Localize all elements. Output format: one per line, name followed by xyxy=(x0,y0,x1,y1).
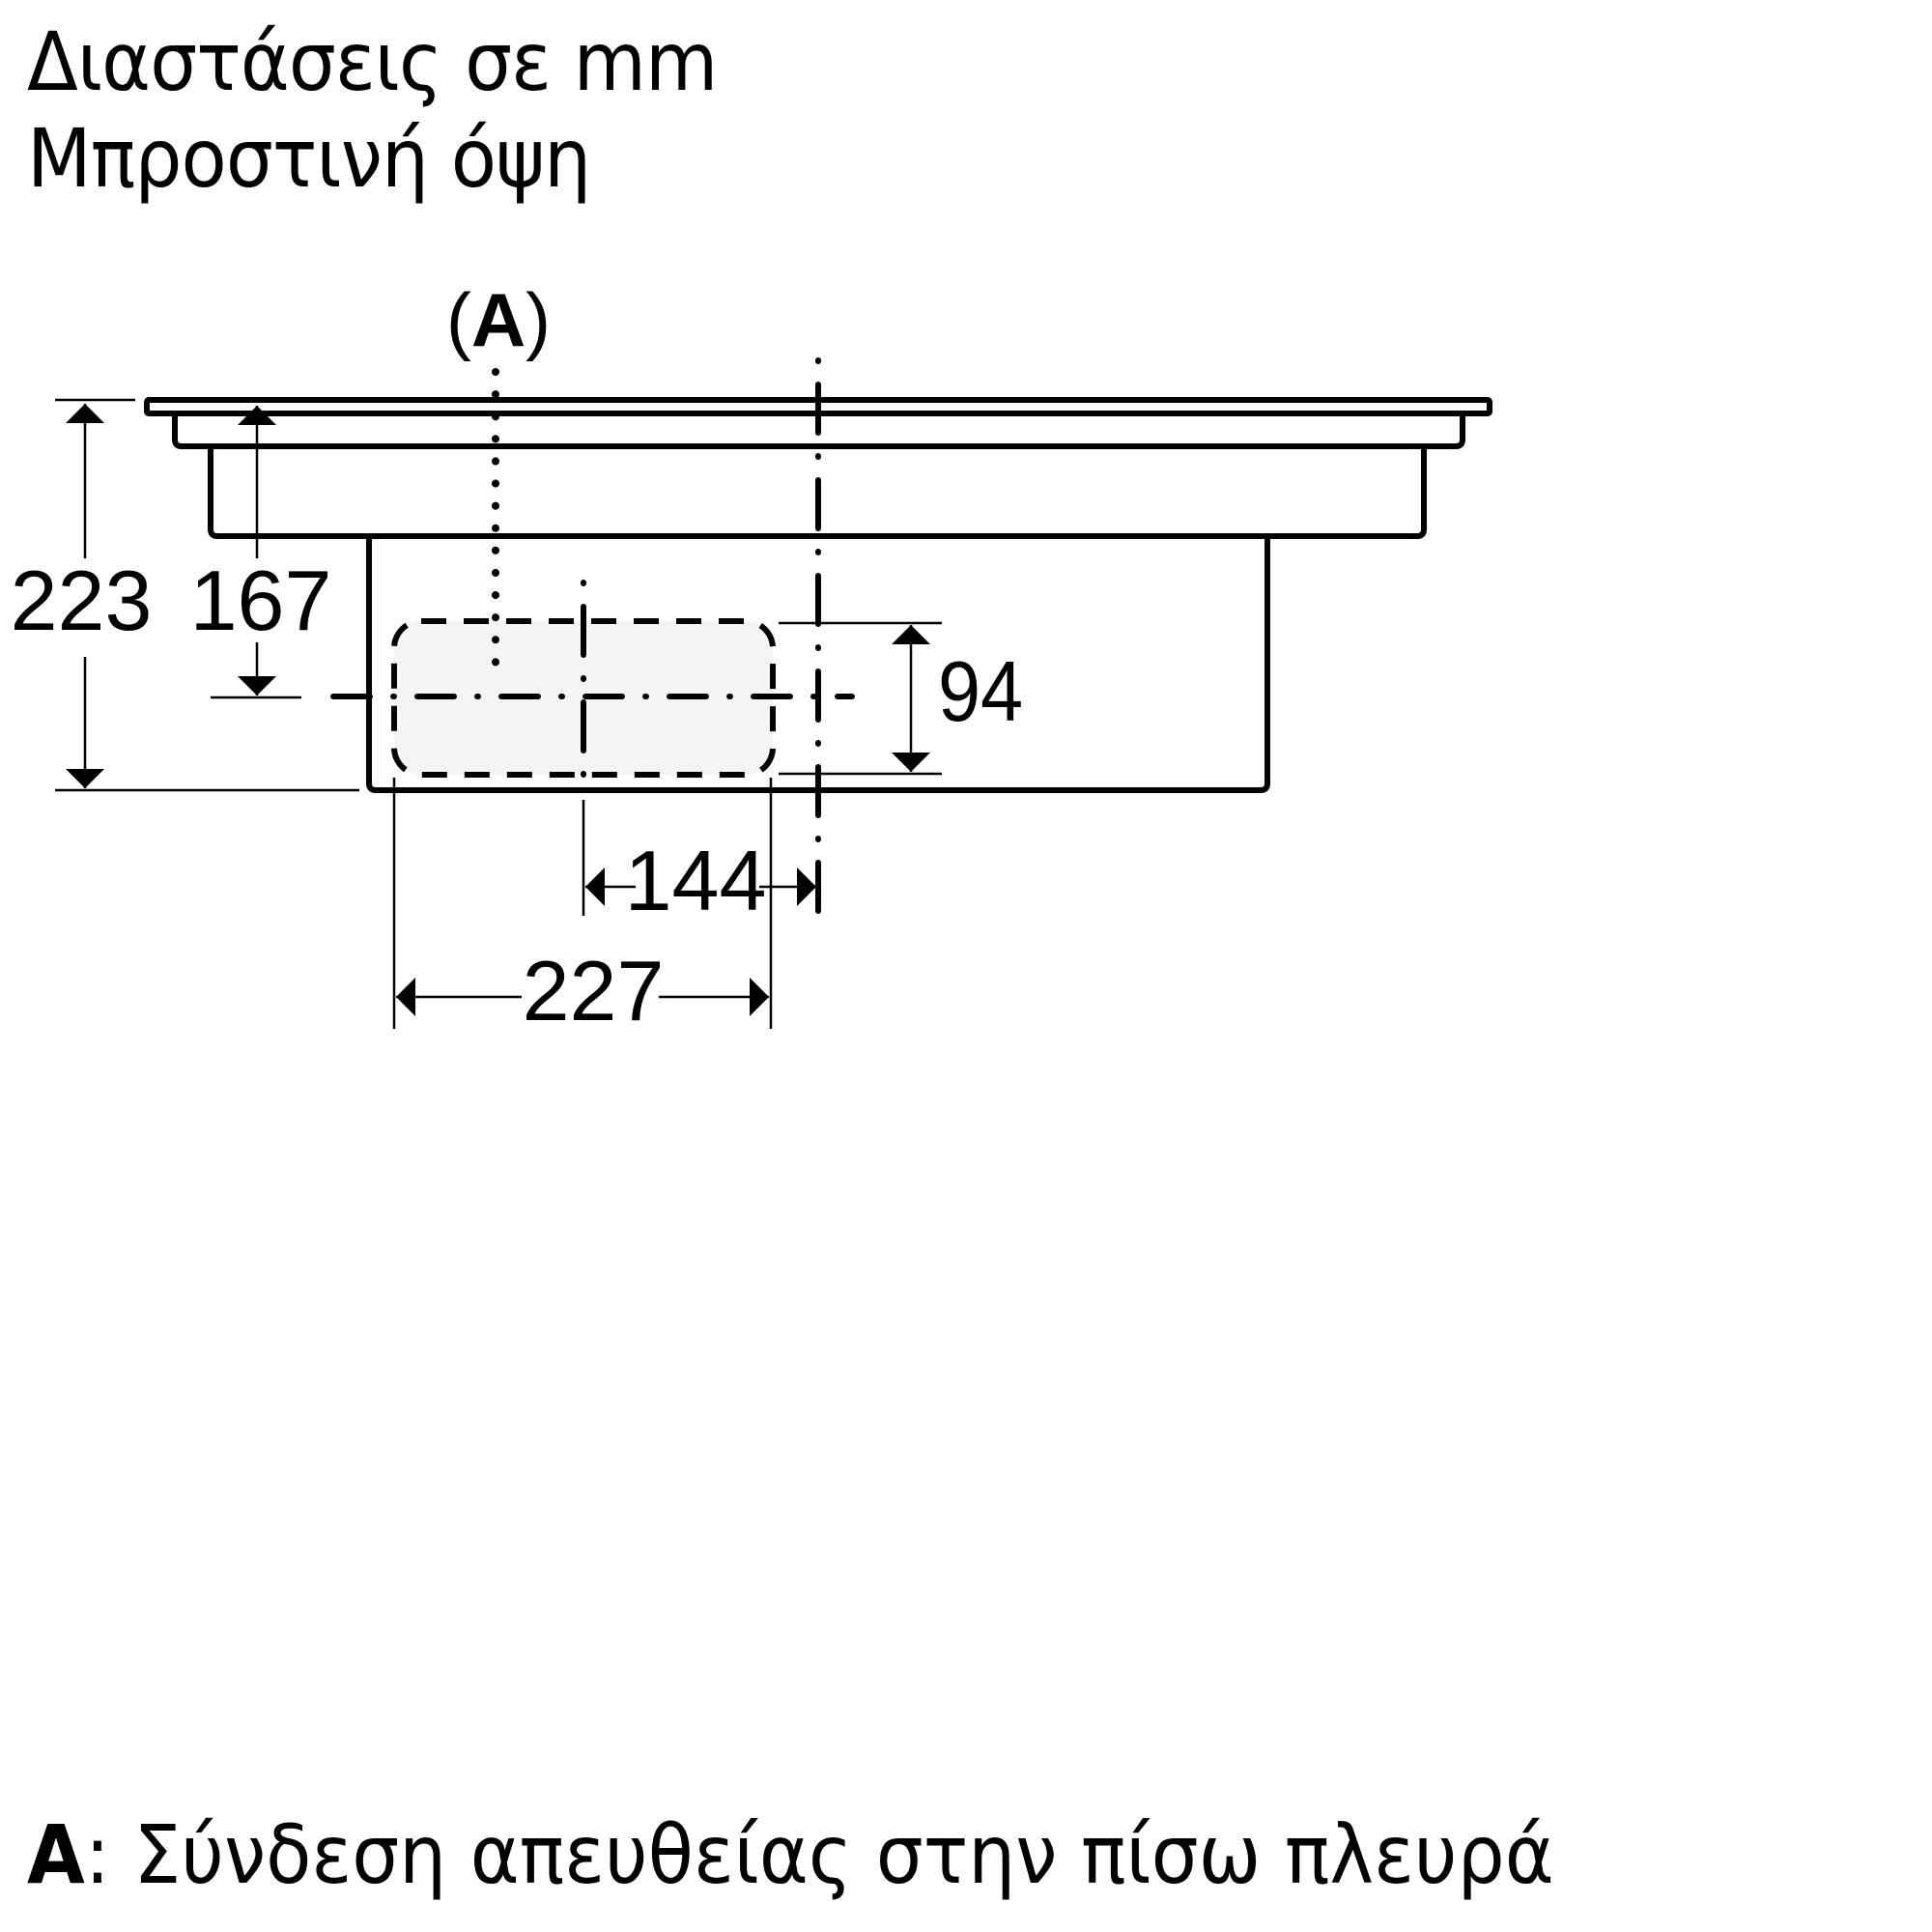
legend-caption: A: Σύνδεση απευθείας στην πίσω πλευρά xyxy=(27,1806,1554,1903)
title-dimensions-in-mm: Διαστάσεις σε mm xyxy=(27,14,718,109)
legend-separator: : xyxy=(84,1807,110,1902)
dimension-label-227: 227 xyxy=(523,943,665,1038)
dimension-label-223: 223 xyxy=(11,553,153,648)
dimension-label-167: 167 xyxy=(190,553,332,648)
center-lines xyxy=(330,357,855,919)
callout-a: (A) xyxy=(446,277,551,362)
housing-tier xyxy=(208,446,1427,539)
legend-text: Σύνδεση απευθείας στην πίσω πλευρά xyxy=(109,1807,1554,1902)
dimension-label-94: 94 xyxy=(938,643,1023,739)
dimension-label-144: 144 xyxy=(625,833,767,928)
legend-key: A xyxy=(27,1807,85,1902)
extension-lines xyxy=(55,398,942,1029)
title-block: Διαστάσεις σε mm Μπροστινή όψη xyxy=(27,14,778,207)
frame-tier xyxy=(172,413,1465,449)
title-front-view: Μπροστινή όψη xyxy=(27,111,591,206)
